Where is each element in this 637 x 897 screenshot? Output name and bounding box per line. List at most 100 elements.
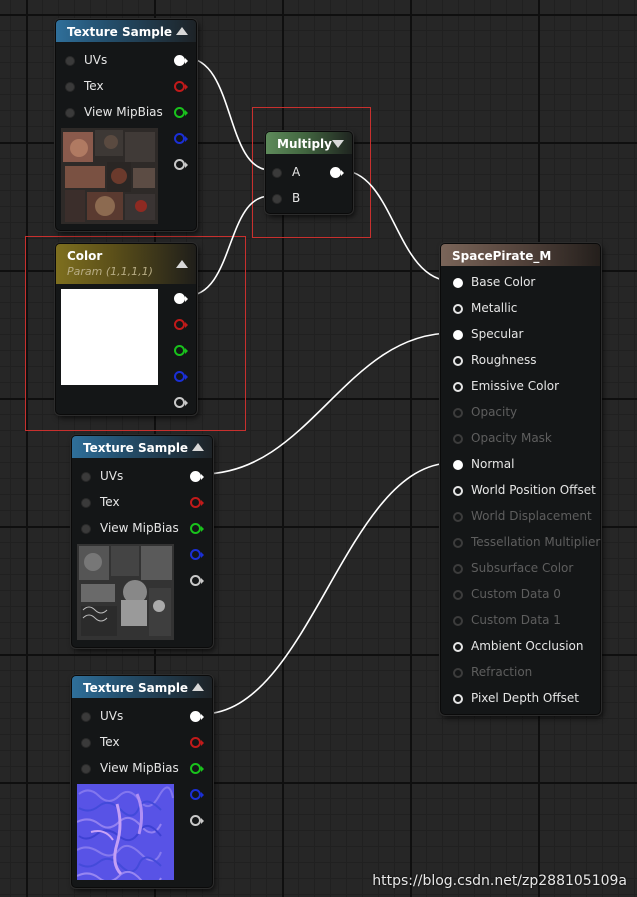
input-pin-icon[interactable] bbox=[81, 712, 91, 722]
output-pin-rgb-icon[interactable] bbox=[190, 711, 204, 722]
material-input-row[interactable]: Emissive Color bbox=[441, 373, 600, 399]
pin-row-view-mipbias[interactable]: View MipBias bbox=[56, 99, 196, 125]
pin-label: Tex bbox=[84, 79, 104, 93]
input-pin-icon[interactable] bbox=[453, 330, 463, 340]
input-pin-icon[interactable] bbox=[81, 764, 91, 774]
material-input-row[interactable]: Pixel Depth Offset bbox=[441, 685, 600, 711]
collapse-arrow-icon[interactable] bbox=[192, 443, 204, 451]
pin-row-uvs[interactable]: UVs bbox=[72, 703, 212, 729]
color-parameter-node[interactable]: Color Param (1,1,1,1) bbox=[55, 243, 197, 415]
output-pin-a-icon[interactable] bbox=[174, 159, 188, 170]
texture-sample-node-1[interactable]: Texture Sample UVs Tex View MipBias bbox=[55, 19, 197, 231]
material-input-row[interactable]: World Position Offset bbox=[441, 477, 600, 503]
input-label: World Position Offset bbox=[471, 483, 596, 497]
material-input-row[interactable]: Metallic bbox=[441, 295, 600, 321]
material-input-row[interactable]: Roughness bbox=[441, 347, 600, 373]
input-pin-icon[interactable] bbox=[453, 278, 463, 288]
pin-row-uvs[interactable]: UVs bbox=[56, 47, 196, 73]
input-pin-icon[interactable] bbox=[81, 738, 91, 748]
material-input-row[interactable]: Base Color bbox=[441, 269, 600, 295]
pin-label: Tex bbox=[100, 495, 120, 509]
pin-row-b[interactable]: B bbox=[266, 185, 352, 211]
pin-label: View MipBias bbox=[84, 105, 163, 119]
input-pin-icon[interactable] bbox=[81, 498, 91, 508]
output-pin-g-icon[interactable] bbox=[190, 763, 204, 774]
output-pin-r-icon[interactable] bbox=[190, 737, 204, 748]
pin-row-view-mipbias[interactable]: View MipBias bbox=[72, 755, 212, 781]
node-header[interactable]: Texture Sample bbox=[72, 436, 212, 458]
output-pin-b-icon[interactable] bbox=[174, 133, 188, 144]
watermark: https://blog.csdn.net/zp288105109a bbox=[372, 873, 627, 889]
output-pin-rgb-icon[interactable] bbox=[174, 55, 188, 66]
material-input-row[interactable]: Ambient Occlusion bbox=[441, 633, 600, 659]
material-input-row: Subsurface Color bbox=[441, 555, 600, 581]
collapse-arrow-icon[interactable] bbox=[192, 683, 204, 691]
texture-sample-node-3[interactable]: Texture Sample UVs Tex View MipBias bbox=[71, 675, 213, 888]
pin-row-tex[interactable]: Tex bbox=[56, 73, 196, 99]
output-pin-rgb-icon[interactable] bbox=[174, 293, 188, 304]
output-pin-a-icon[interactable] bbox=[190, 575, 204, 586]
input-pin-icon[interactable] bbox=[65, 56, 75, 66]
input-label: Refraction bbox=[471, 665, 533, 679]
node-header[interactable]: Texture Sample bbox=[56, 20, 196, 42]
input-pin-icon[interactable] bbox=[453, 304, 463, 314]
output-pin-g-icon[interactable] bbox=[174, 345, 188, 356]
output-pin-r-icon[interactable] bbox=[174, 319, 188, 330]
output-pin-b-icon[interactable] bbox=[190, 549, 204, 560]
input-pin-icon[interactable] bbox=[453, 356, 463, 366]
input-pin-icon[interactable] bbox=[272, 194, 282, 204]
texture-sample-node-2[interactable]: Texture Sample UVs Tex View MipBias bbox=[71, 435, 213, 648]
multiply-node[interactable]: Multiply A B bbox=[265, 131, 353, 214]
texture-preview-specular bbox=[77, 544, 174, 640]
node-header[interactable]: Color Param (1,1,1,1) bbox=[56, 244, 196, 284]
output-pin-r-icon[interactable] bbox=[190, 497, 204, 508]
collapse-arrow-icon[interactable] bbox=[176, 260, 188, 268]
color-swatch[interactable] bbox=[61, 289, 158, 385]
input-pin-icon[interactable] bbox=[65, 82, 75, 92]
output-pin-rgb-icon[interactable] bbox=[190, 471, 204, 482]
input-pin-icon[interactable] bbox=[65, 108, 75, 118]
input-label: Opacity Mask bbox=[471, 431, 552, 445]
pin-row-view-mipbias[interactable]: View MipBias bbox=[72, 515, 212, 541]
input-label: Metallic bbox=[471, 301, 518, 315]
pin-label: UVs bbox=[100, 469, 124, 483]
pin-row-a[interactable]: A bbox=[266, 159, 352, 185]
material-input-row: Opacity bbox=[441, 399, 600, 425]
input-label: World Displacement bbox=[471, 509, 592, 523]
input-pin-icon bbox=[453, 668, 463, 678]
collapse-arrow-icon[interactable] bbox=[332, 140, 344, 148]
input-pin-icon[interactable] bbox=[453, 382, 463, 392]
collapse-arrow-icon[interactable] bbox=[176, 27, 188, 35]
input-label: Base Color bbox=[471, 275, 536, 289]
input-pin-icon bbox=[453, 564, 463, 574]
output-pin-a-icon[interactable] bbox=[190, 815, 204, 826]
output-pin-g-icon[interactable] bbox=[174, 107, 188, 118]
wire-tex3-uvs-to-normal bbox=[201, 462, 453, 715]
output-pin-b-icon[interactable] bbox=[190, 789, 204, 800]
output-pin-r-icon[interactable] bbox=[174, 81, 188, 92]
input-pin-icon[interactable] bbox=[453, 486, 463, 496]
node-header[interactable]: SpacePirate_M bbox=[441, 244, 600, 266]
input-pin-icon[interactable] bbox=[81, 472, 91, 482]
output-pin-icon[interactable] bbox=[330, 167, 344, 178]
input-pin-icon[interactable] bbox=[81, 524, 91, 534]
output-pin-a-icon[interactable] bbox=[174, 397, 188, 408]
input-pin-icon[interactable] bbox=[453, 642, 463, 652]
node-header[interactable]: Multiply bbox=[266, 132, 352, 154]
input-label: Roughness bbox=[471, 353, 537, 367]
input-pin-icon[interactable] bbox=[453, 460, 463, 470]
input-pin-icon[interactable] bbox=[272, 168, 282, 178]
input-pin-icon[interactable] bbox=[453, 694, 463, 704]
input-pin-icon bbox=[453, 590, 463, 600]
node-header[interactable]: Texture Sample bbox=[72, 676, 212, 698]
pin-row-tex[interactable]: Tex bbox=[72, 729, 212, 755]
material-input-row[interactable]: Specular bbox=[441, 321, 600, 347]
output-pin-b-icon[interactable] bbox=[174, 371, 188, 382]
pin-row-tex[interactable]: Tex bbox=[72, 489, 212, 515]
material-input-row[interactable]: Normal bbox=[441, 451, 600, 477]
input-label: Normal bbox=[471, 457, 515, 471]
input-pin-icon bbox=[453, 512, 463, 522]
pin-row-uvs[interactable]: UVs bbox=[72, 463, 212, 489]
output-pin-g-icon[interactable] bbox=[190, 523, 204, 534]
